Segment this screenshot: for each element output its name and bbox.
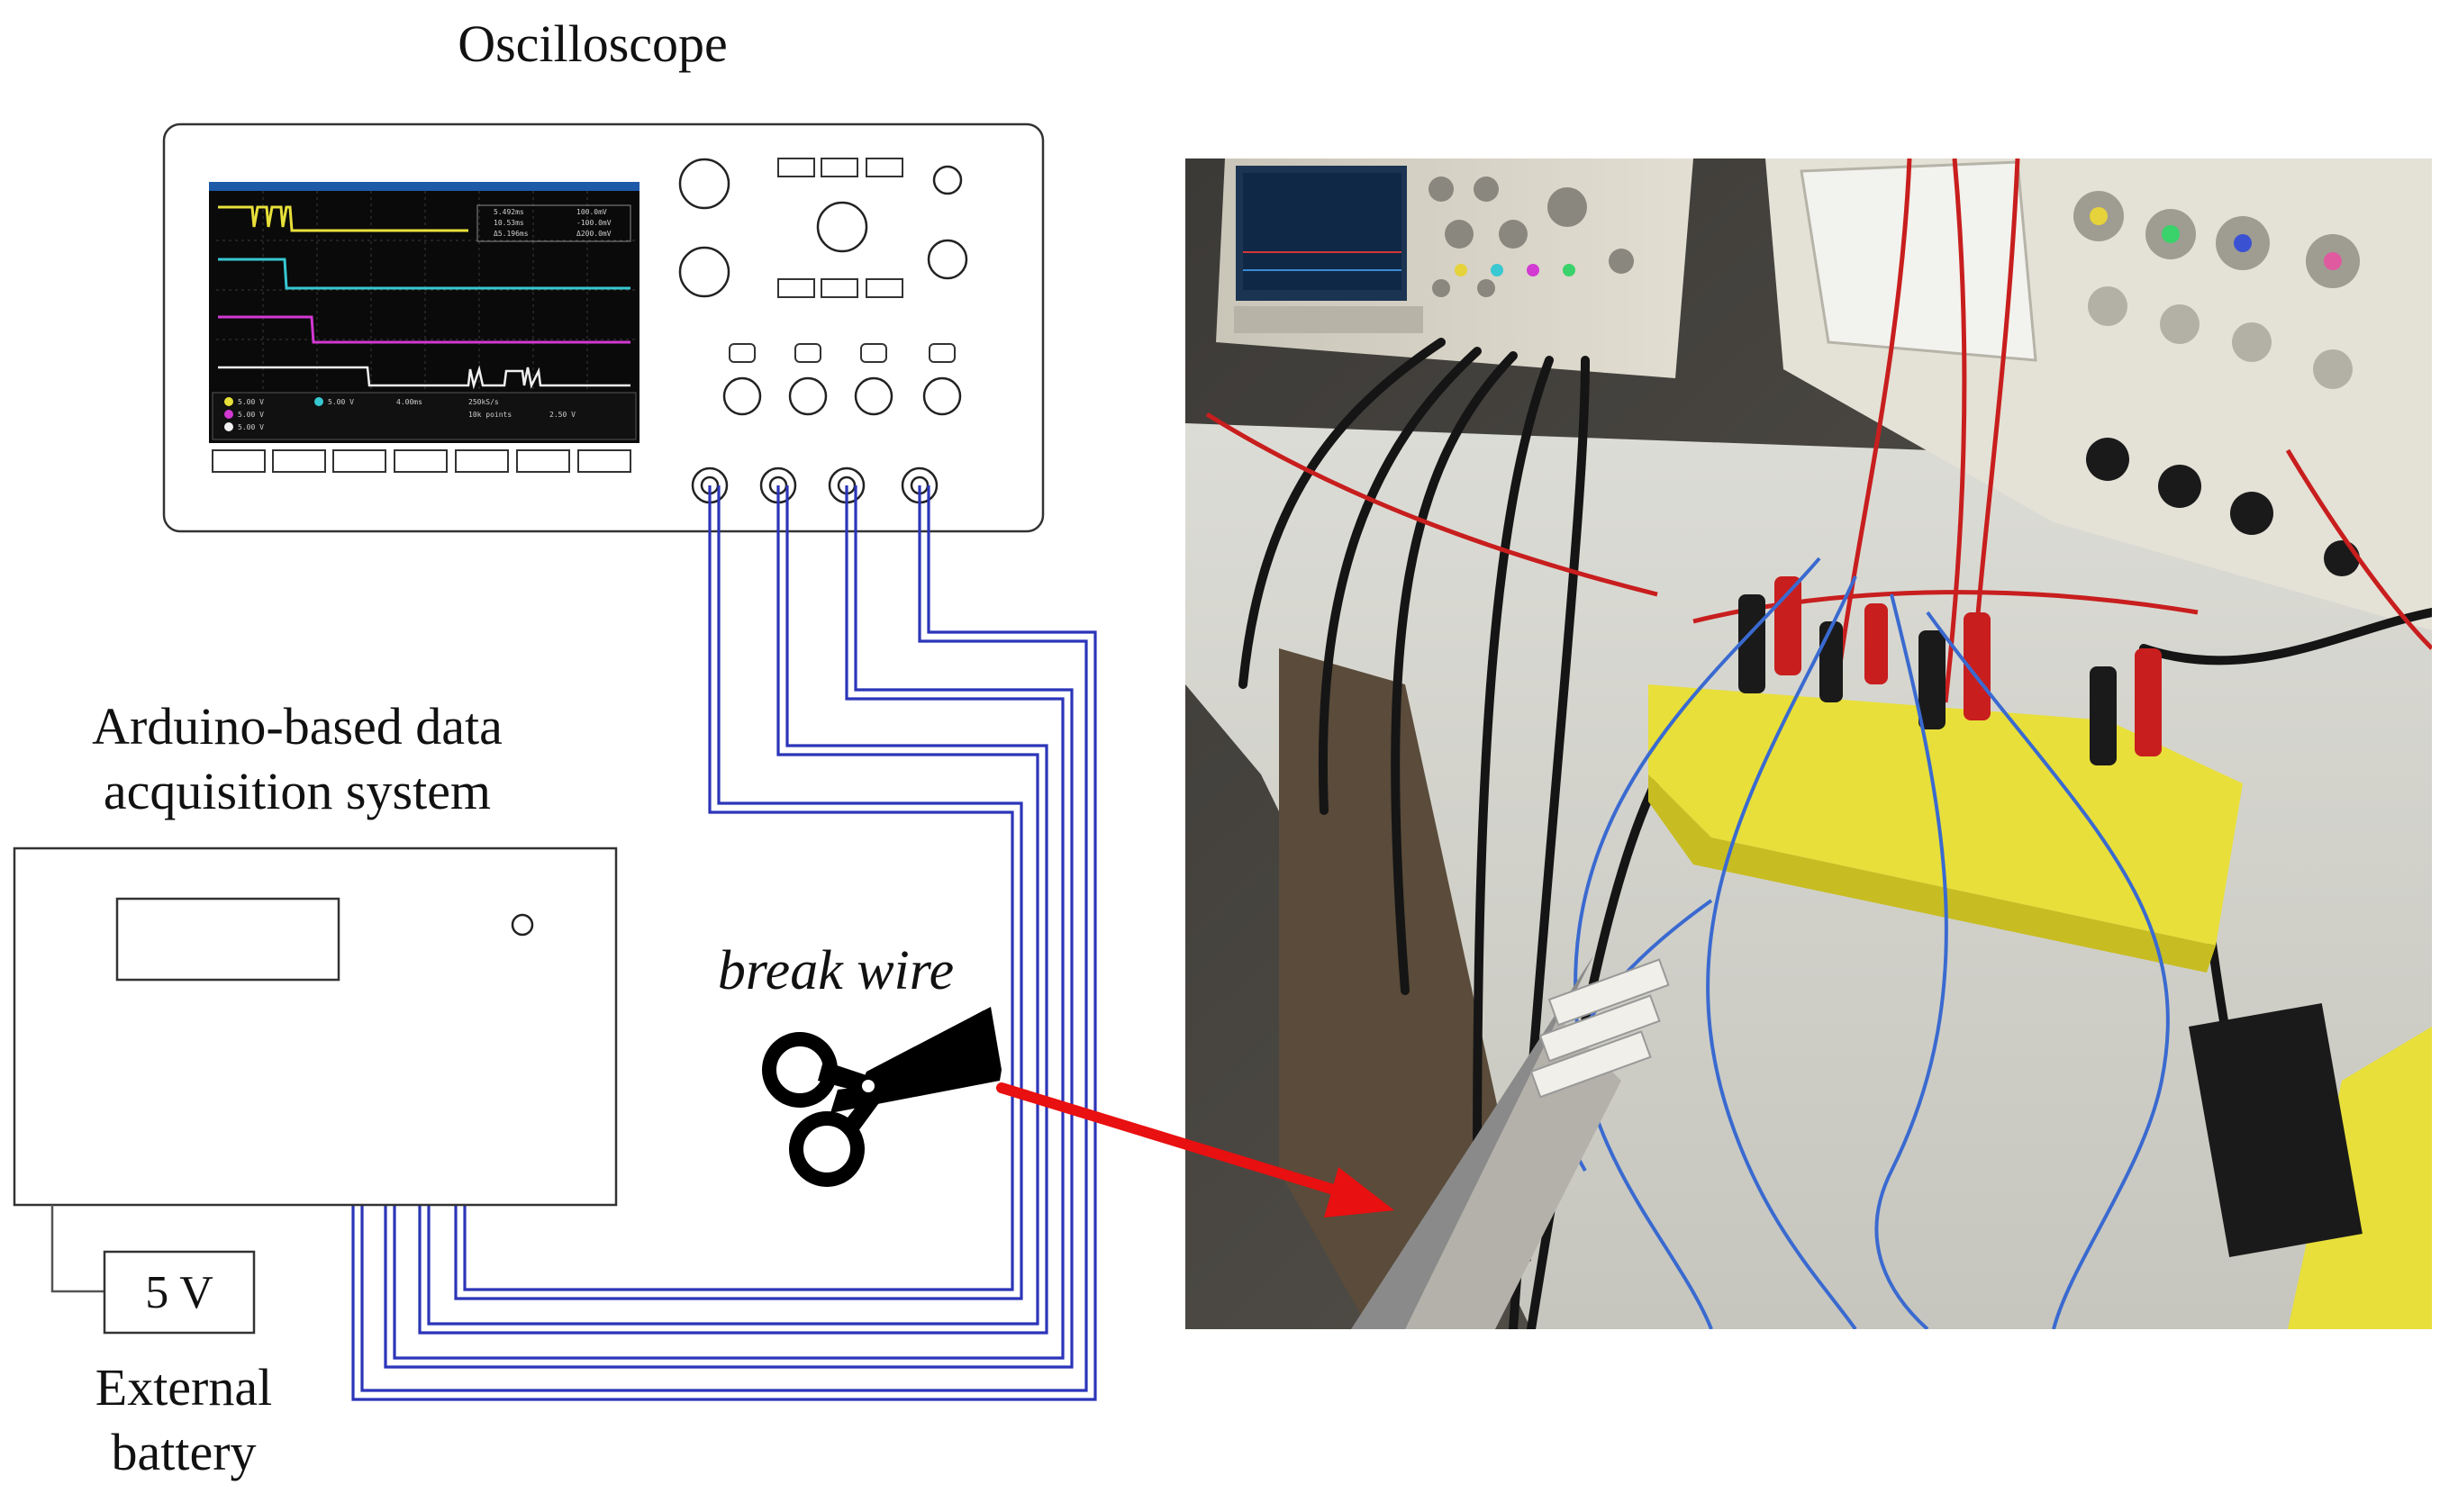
daq-led <box>511 913 534 937</box>
battery-label-line2: battery <box>111 1423 256 1481</box>
battery-voltage: 5 V <box>145 1267 213 1318</box>
measurement-3: Δ5.196ms <box>494 230 529 238</box>
readout-samplerate: 250kS/s <box>468 398 499 406</box>
trace-channel-2 <box>218 258 630 290</box>
readout-ch3: 5.00 V <box>238 411 264 419</box>
measurement-4: 100.0mV <box>576 208 607 216</box>
lab-setup-photo <box>1185 158 2432 1329</box>
readout-ch4: 5.00 V <box>238 423 264 431</box>
battery-label-line1: External <box>95 1358 272 1417</box>
top-button-row[interactable] <box>777 158 903 177</box>
photo-yellow-box <box>1648 576 2243 973</box>
photo-break-wire-sample <box>1351 937 1670 1329</box>
daq-label-line1: Arduino-based data <box>92 697 503 756</box>
readout-timebase: 4.00ms <box>396 398 422 406</box>
photo-oscilloscope-right <box>1765 158 2432 630</box>
knob-center[interactable] <box>816 201 868 253</box>
oscilloscope: 5.492ms 10.53ms Δ5.196ms 100.0mV -100.0m… <box>162 122 1045 533</box>
readout-ch1: 5.00 V <box>238 398 264 406</box>
daq-box <box>13 847 618 1207</box>
measurement-5: -100.0mV <box>576 219 612 227</box>
oscilloscope-label: Oscilloscope <box>458 14 728 73</box>
knob-lower-left[interactable] <box>678 246 730 298</box>
measurement-1: 5.492ms <box>494 208 524 216</box>
red-arrow <box>996 1082 1394 1218</box>
knob-upper-right[interactable] <box>932 165 963 195</box>
signal-wires <box>351 485 1097 1401</box>
middle-button-row[interactable] <box>777 278 903 298</box>
daq-display <box>115 897 340 982</box>
measurement-2: 10.53ms <box>494 219 524 227</box>
measurement-6: Δ200.0mV <box>576 230 612 238</box>
trace-channel-4 <box>218 365 630 390</box>
knob-right[interactable] <box>927 239 968 280</box>
channel-knobs[interactable] <box>722 376 962 416</box>
daq-label-line2: acquisition system <box>104 762 491 820</box>
break-wire-label: break wire <box>718 940 954 1001</box>
readout-trigger: 2.50 V <box>549 411 576 419</box>
scissors-icon <box>762 1007 1002 1187</box>
channel-buttons[interactable] <box>729 343 956 363</box>
external-battery: 5 V <box>50 1205 256 1335</box>
readout-points: 10k points <box>468 411 512 419</box>
readout-ch2: 5.00 V <box>328 398 354 406</box>
trace-channel-3 <box>218 315 630 344</box>
oscilloscope-screen: 5.492ms 10.53ms Δ5.196ms 100.0mV -100.0m… <box>209 182 639 443</box>
trace-channel-1 <box>218 205 468 232</box>
softkey-row[interactable] <box>212 449 631 473</box>
photo-oscilloscope-left <box>1216 158 1693 378</box>
knob-upper-left[interactable] <box>678 158 730 210</box>
